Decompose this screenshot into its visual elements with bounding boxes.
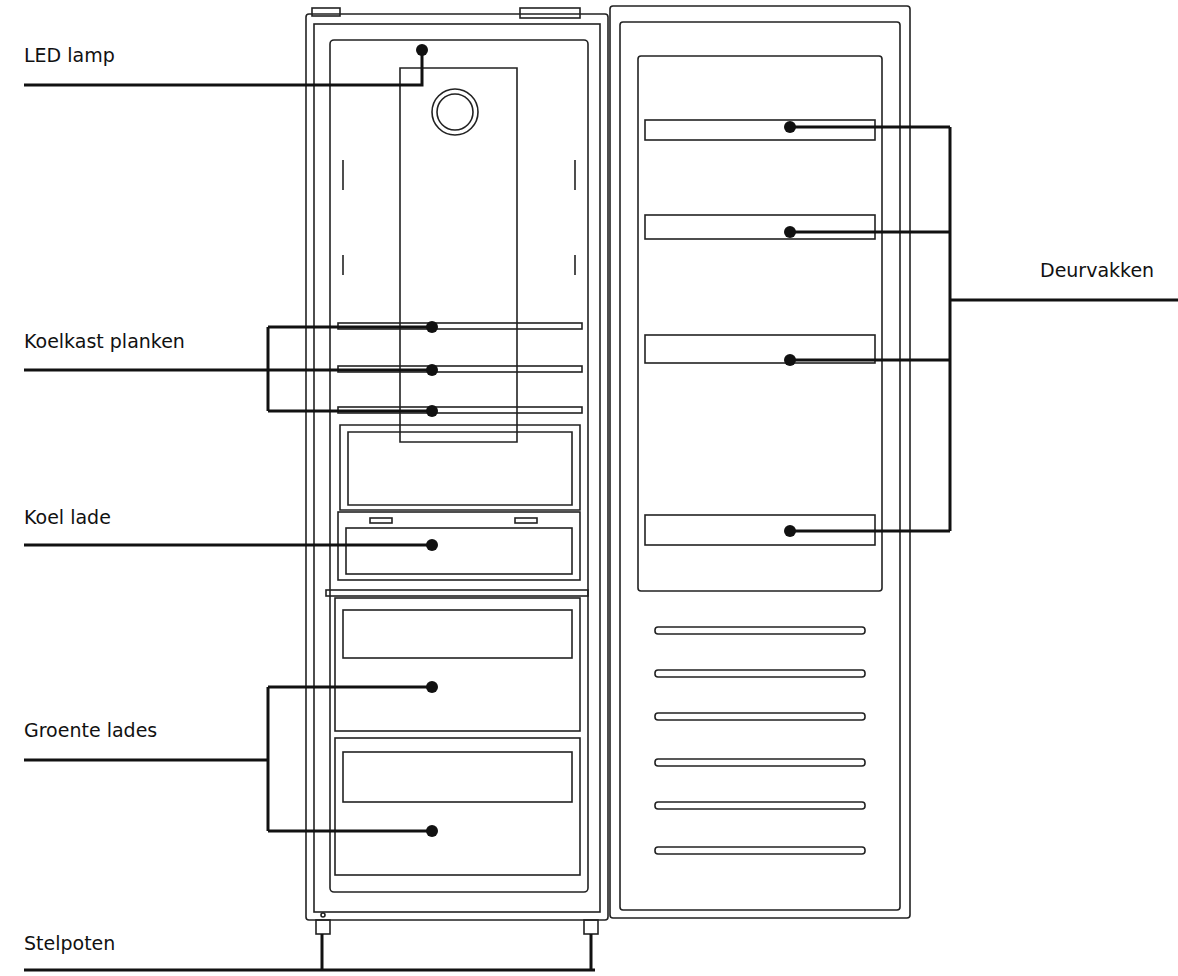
part-label: Deurvakken: [1040, 259, 1154, 281]
part-label: Stelpoten: [24, 932, 115, 954]
part-label: Groente lades: [24, 719, 157, 741]
leader-dots: [416, 44, 796, 837]
part-label: LED lamp: [24, 44, 115, 66]
leader-lines: [24, 50, 1178, 970]
fridge-body: [306, 6, 910, 934]
part-label: Koelkast planken: [24, 330, 185, 352]
part-label: Koel lade: [24, 506, 111, 528]
